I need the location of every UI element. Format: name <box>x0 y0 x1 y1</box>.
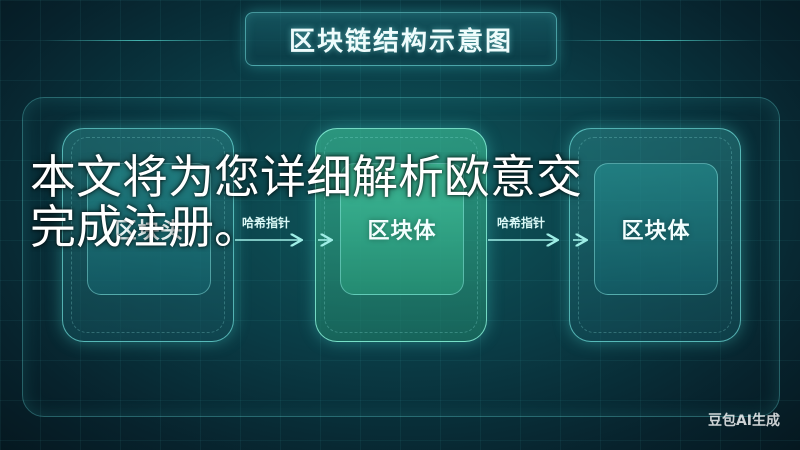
overlay-caption: 本文将为您详细解析欧意交 完成注册。 <box>30 152 800 252</box>
glow-line-right <box>560 40 760 41</box>
block-card-2-inner: 区块体 <box>340 163 464 295</box>
diagram-frame <box>22 97 780 417</box>
block-card-1-inner: 区块头 <box>87 163 211 295</box>
arrow-label-2: 哈希指针 <box>497 216 546 230</box>
overlay-line-2: 完成注册。 <box>30 200 260 252</box>
arrow-label-1: 哈希指针 <box>242 216 291 230</box>
block-card-3: 区块体 <box>569 128 741 342</box>
block-label-3: 区块体 <box>621 219 691 244</box>
diagram-title: 区块链结构示意图 <box>288 26 513 57</box>
block-card-2: 区块体 <box>315 128 487 342</box>
block-card-1: 区块头 <box>62 128 234 342</box>
title-banner: 区块链结构示意图 <box>245 12 557 66</box>
block-label-2: 区块体 <box>367 219 437 244</box>
watermark: 豆包AI生成 <box>707 413 780 429</box>
glow-line-left <box>40 40 240 41</box>
block-card-1-border <box>71 137 225 333</box>
block-card-3-inner: 区块体 <box>594 163 718 295</box>
overlay-line-1: 本文将为您详细解析欧意交 <box>30 152 582 204</box>
block-label-1: 区块头 <box>114 219 184 244</box>
